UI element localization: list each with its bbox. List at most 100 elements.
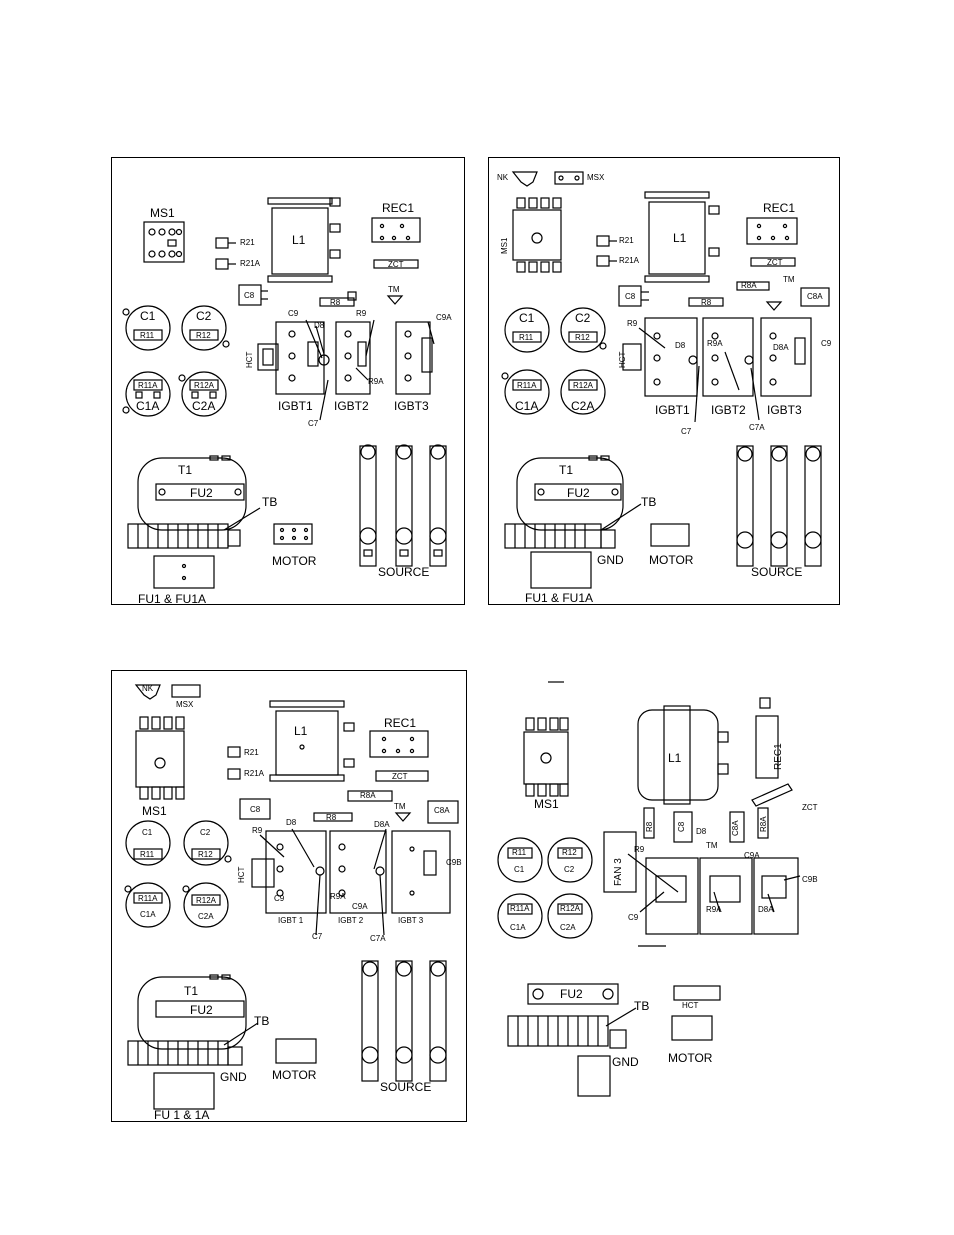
r8a-resistor [736,281,770,291]
motor-label: MOTOR [649,553,694,567]
tm-label: TM [706,841,718,850]
c8a-label: C8A [807,292,823,301]
ms1-label: MS1 [534,797,559,811]
rec1-label: REC1 [382,201,415,215]
panel-3-drawing [124,684,459,1110]
r12a-label: R12A [573,381,594,390]
c2-label: C2 [200,828,211,837]
fu2-holder [527,983,619,1005]
c1a-capacitor [501,369,550,415]
c2-capacitor [183,820,232,866]
c2a-capacitor [178,371,227,417]
c7-label: C7 [308,419,319,428]
fu1-label: FU1 & FU1A [525,591,594,605]
motor-label: MOTOR [272,554,317,568]
tb-terminal-block [507,1015,627,1049]
igbt1-module [275,321,330,395]
fu2-label: FU2 [190,1003,213,1017]
gnd-label: GND [220,1070,247,1084]
fu2-label: FU2 [560,987,583,1001]
nk-label: NK [497,173,509,182]
r21-label: R21 [244,748,259,757]
r8-resistor [319,297,355,307]
motor-label: MOTOR [272,1068,317,1082]
c7-label: C7 [312,932,323,941]
c7a-label: C7A [749,423,765,432]
rec1-bridge [369,730,429,758]
r9a-label: R9A [707,339,723,348]
igbt3-module [760,317,812,397]
c2a-label: C2A [198,912,214,921]
c8-cap [238,284,262,306]
c1a-capacitor [124,882,171,928]
msx-label: MSX [176,700,194,709]
tb-label: TB [634,999,650,1013]
zct-label: ZCT [388,260,404,269]
c8-cap [239,798,271,820]
r12-label: R12 [562,848,577,857]
r12-label: R12 [575,333,590,342]
c2-capacitor [547,837,593,883]
c8a-label: C8A [731,820,740,836]
c2-label: C2 [564,865,575,874]
d8a-label: D8A [773,343,789,352]
motor-terminal [273,523,313,545]
r21-part [227,746,241,758]
layout-panel-2: NK MSX MS1 R21 R21A L1 REC1 ZCT C8 R8 R8… [488,157,840,605]
c8-cap [673,811,693,843]
t1-label: T1 [184,984,199,998]
zct-part [750,257,796,267]
c8a-cap [800,287,830,307]
c9-label: C9 [274,894,285,903]
c2a-label: C2A [192,399,216,413]
r9a-label: R9A [330,892,346,901]
fu1-label: FU1 & FU1A [138,592,207,606]
r12a-label: R12A [560,904,581,913]
rec1-label: REC1 [763,201,796,215]
r8-label: R8 [645,821,654,832]
rec1-label: REC1 [384,716,417,730]
r8-label: R8 [701,298,712,307]
r8a-resistor [347,790,393,802]
r11a-label: R11A [517,381,537,390]
igbt3-label: IGBT 3 [398,916,424,925]
r11-label: R11 [512,848,527,857]
c1a-label: C1A [140,910,156,919]
r8a-resistor [757,807,769,839]
r12a-label: R12A [196,896,217,905]
layout-panel-3: NK MSX MS1 R21 R21A L1 REC1 ZCT C8 R8 R8… [111,670,467,1122]
c1-capacitor [504,307,550,353]
l1-inductor [637,705,729,805]
tb-terminal-block [504,523,616,549]
c2a-capacitor [560,369,606,415]
motor-terminal [275,1038,317,1064]
panel-1-drawing [122,197,447,589]
t1-transformer [516,455,624,531]
igbt1-label: IGBT 1 [278,916,304,925]
r21a-part [227,768,241,780]
c1a-label: C1A [136,399,160,413]
hct-part [673,985,721,1001]
l1-inductor [644,191,720,283]
r21a-label: R21A [619,256,640,265]
igbt1-label: IGBT1 [278,399,313,413]
d8-label: D8 [286,818,297,827]
c8-cap [618,285,642,307]
c9a-label: C9A [436,313,452,322]
igbt2-module [702,317,754,397]
zct-label: ZCT [767,258,783,267]
zct-part [375,770,429,782]
igbt1-module [645,857,699,935]
c1a-capacitor [122,371,171,417]
r9-label: R9 [627,319,638,328]
r9-label: R9 [356,309,367,318]
l1-inductor [267,197,341,283]
r8-label: R8 [326,813,337,822]
nk-part [511,171,538,187]
msx-label: MSX [587,173,605,182]
layout-panel-4: MS1 L1 REC1 ZCT FAN 3 R8 C8 D8 TM C8A R8… [488,680,818,1100]
c9-label: C9 [821,339,832,348]
r8a-label: R8A [360,791,376,800]
c1a-capacitor [497,893,543,939]
c2-label: C2 [196,309,212,323]
